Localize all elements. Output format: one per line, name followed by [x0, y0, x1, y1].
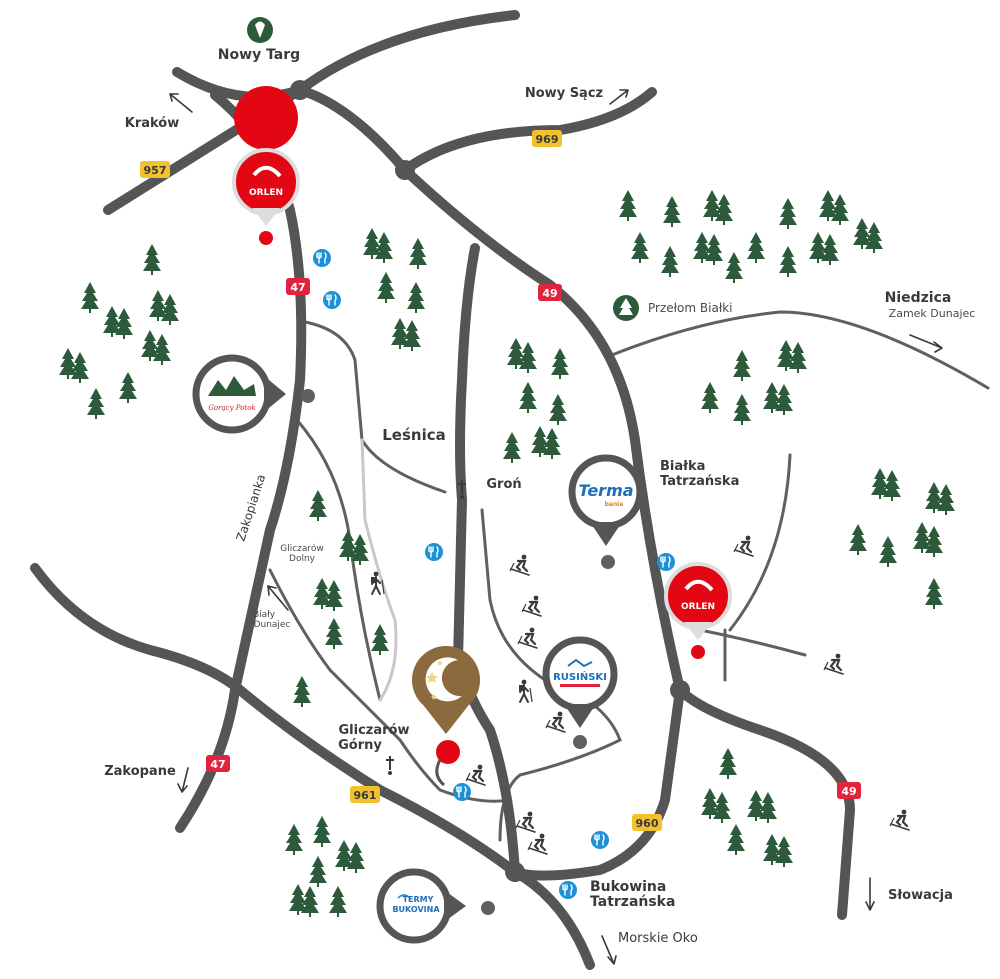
badge-49-bottom-bg	[837, 782, 861, 799]
badge-49-top: 49	[542, 287, 557, 300]
label-bialka-line1: Białka	[660, 459, 705, 474]
label-lesnica: Leśnica	[382, 426, 446, 444]
label-gliczarow-gorny-line2: Górny	[338, 738, 382, 753]
nowy-targ-marker	[247, 17, 273, 43]
rusinski-pin: RUSIŃSKI	[542, 636, 618, 728]
orlen-logo-text-right: ORLEN	[681, 602, 715, 612]
label-zakopane: Zakopane	[104, 764, 176, 779]
label-bukowina-line1: Bukowina	[590, 879, 666, 895]
label-niedzica: Niedzica	[885, 290, 952, 306]
przelom-bialki-marker	[613, 295, 639, 321]
label-bukowina-line2: Tatrzańska	[590, 894, 675, 910]
terma-logo-text: Terma	[578, 481, 633, 500]
label-gliczarow-dolny-line2: Dolny	[289, 554, 316, 564]
label-slowacja: Słowacja	[888, 888, 953, 903]
badge-47-top: 47	[290, 281, 305, 294]
direction-arrows	[169, 89, 943, 965]
terma-logo-subtext: bania	[605, 501, 624, 508]
badge-969-bg	[532, 130, 562, 147]
badge-49-bottom: 49	[841, 785, 856, 798]
label-przelom-bialki: Przełom Białki	[648, 301, 733, 315]
badge-49-top-bg	[538, 284, 562, 301]
road-badges: 957 969 47 49 47 961 960 49	[140, 130, 861, 831]
label-gron: Groń	[486, 477, 521, 492]
label-krakow: Kraków	[125, 116, 180, 131]
badge-47-bottom: 47	[210, 758, 225, 771]
label-zakopianka: Zakopianka	[234, 473, 269, 543]
label-gliczarow-dolny-line1: Gliczarów	[280, 543, 324, 554]
trail	[360, 438, 398, 702]
label-gliczarow-gorny-line1: Gliczarów	[339, 723, 410, 738]
badge-47-bottom-bg	[206, 755, 230, 772]
junctions	[290, 80, 690, 882]
gorecy-potok-logo-text: Gorący Potok	[208, 404, 255, 412]
label-morskie-oko: Morskie Oko	[618, 931, 698, 946]
badge-957-bg	[140, 161, 170, 178]
termy-bukovina-pin: TERMY BUKOVINA	[376, 868, 466, 944]
badge-47-top-bg	[286, 278, 310, 295]
orlen-pin-top: ORLEN	[232, 86, 300, 226]
label-zamek-dunajec: Zamek Dunajec	[889, 307, 976, 320]
label-nowy-sacz: Nowy Sącz	[525, 86, 603, 101]
termy-bukovina-line2: BUKOVINA	[392, 905, 440, 914]
location-dots	[259, 231, 705, 915]
badge-960: 960	[636, 817, 659, 830]
badge-957: 957	[144, 164, 167, 177]
badge-969: 969	[536, 133, 559, 146]
rusinski-logo-text: RUSIŃSKI	[553, 670, 607, 683]
gorecy-potok-pin: Gorący Potok	[192, 354, 286, 434]
label-nowy-targ: Nowy Targ	[218, 47, 300, 63]
orlen-logo-text-top: ORLEN	[249, 188, 283, 198]
orlen-pin-right: ORLEN	[664, 562, 732, 640]
label-bialy-dunajec-line2: Dunajec	[254, 620, 291, 630]
label-bialy-dunajec-line1: Biały	[253, 610, 276, 620]
badge-961-bg	[350, 786, 380, 803]
hotel-pin	[412, 646, 480, 787]
label-bialka-line2: Tatrzańska	[660, 474, 739, 489]
minor-roads	[268, 310, 990, 842]
badge-960-bg	[632, 814, 662, 831]
place-labels: Nowy Targ Kraków Nowy Sącz Niedzica Zame…	[104, 47, 975, 946]
terma-pin: Terma bania	[568, 454, 644, 546]
badge-961: 961	[354, 789, 377, 802]
termy-bukovina-line1: TERMY	[403, 895, 434, 904]
